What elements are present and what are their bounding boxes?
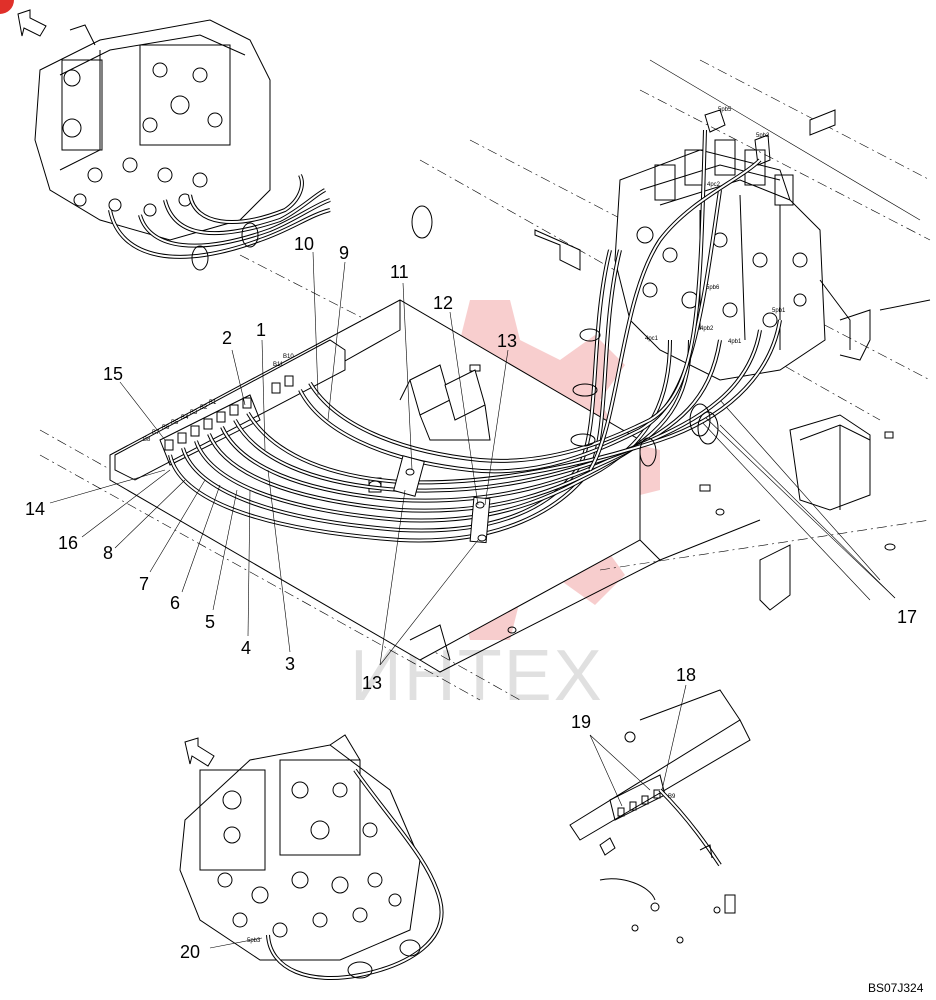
inset-bracket [569,689,751,944]
diagram-code: BS07J324 [868,981,924,995]
port-B5: B5 [171,420,179,426]
view-arrow-icon [17,9,47,37]
port-B11: B11 [273,362,284,368]
callout-15: 15 [103,364,123,384]
port-5pb5: 5pb5 [718,107,732,113]
port-4pb1: 4pb1 [728,339,742,345]
callout-6: 6 [170,593,180,613]
manifold-fittings [164,375,294,451]
callout-11: 11 [390,262,409,282]
port-B7: B7 [152,430,160,436]
port-4pc1: 4pc1 [645,336,659,342]
corner-marker [0,0,14,14]
callout-13-top: 13 [497,331,517,351]
port-B8: B8 [143,437,151,443]
port-4pc2: 4pc2 [707,182,721,188]
callout-12: 12 [433,293,453,313]
callout-16: 16 [58,533,78,553]
inset-valve-bottom-hose [266,768,444,980]
port-5pb1: 5pb1 [772,308,786,314]
port-B6: B6 [162,425,170,431]
callout-13-bottom: 13 [362,673,382,693]
inset-valve-bottom [179,734,421,961]
view-arrow-icon-2 [184,737,215,767]
port-5pb2: 5pb2 [756,133,770,139]
callout-7: 7 [139,574,149,594]
callout-18: 18 [676,665,696,685]
callout-5: 5 [205,612,215,632]
hose-bundle [168,129,782,543]
callout-1: 1 [256,320,266,340]
inset-valve-top-hoses [108,174,331,271]
port-B1: B1 [209,400,217,406]
callouts: 1 2 3 4 5 6 7 8 9 10 11 12 13 13 14 15 1… [25,234,917,962]
port-B4: B4 [181,415,189,421]
port-B2: B2 [200,405,208,411]
callout-19: 19 [571,712,591,732]
callout-2: 2 [222,328,232,348]
support-bracket [399,364,491,441]
port-B9: B9 [668,794,676,800]
inset-valve-top [17,9,271,241]
control-valve-main [614,109,851,381]
clamp-12 [469,496,491,544]
callout-8: 8 [103,543,113,563]
callout-20: 20 [180,942,200,962]
callout-14: 14 [25,499,45,519]
pilot-manifold [114,339,346,481]
callout-17: 17 [897,607,917,627]
leader-lines [49,251,896,949]
port-B3: B3 [190,410,198,416]
port-5pb6: 5pb6 [706,285,720,291]
callout-9: 9 [339,243,349,263]
port-labels: B10 B11 B1 B2 B3 B4 B5 B6 B7 B8 B9 5pb5 … [143,107,786,944]
port-4pb2: 4pb2 [700,326,714,332]
port-B10: B10 [283,354,294,360]
callout-10: 10 [294,234,314,254]
callout-4: 4 [241,638,251,658]
callout-3: 3 [285,654,295,674]
port-5pb3: 5pb3 [247,938,261,944]
